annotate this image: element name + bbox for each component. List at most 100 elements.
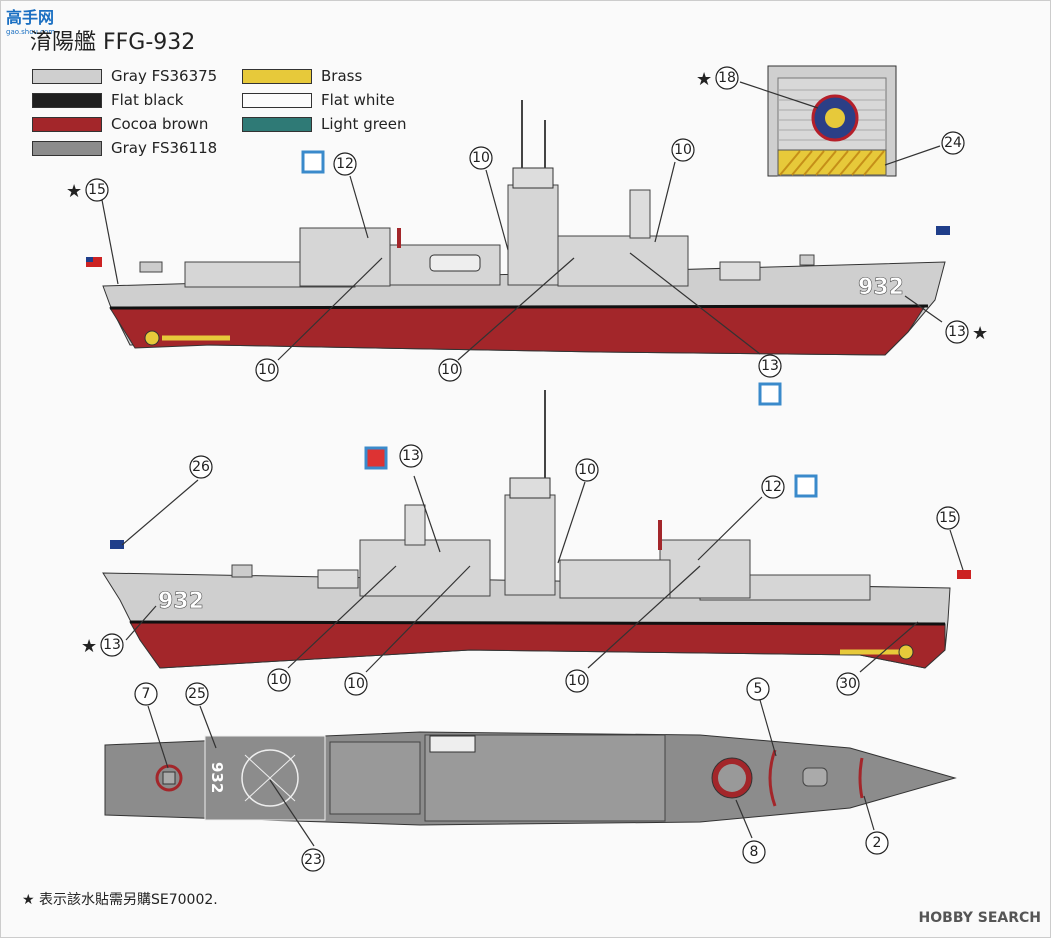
callout-10: 10 <box>267 668 291 692</box>
callout-12: 12 <box>333 152 357 176</box>
callout-7: 7 <box>134 682 158 706</box>
legend-label: Flat white <box>321 91 395 109</box>
callout-10: 10 <box>469 146 493 170</box>
signal-flags <box>301 150 818 498</box>
svg-text:2: 2 <box>873 835 882 851</box>
callout-18: 18 <box>715 66 739 90</box>
svg-text:13: 13 <box>103 637 121 653</box>
page-title: 淯陽艦 FFG-932 <box>30 30 196 55</box>
callout-15: 15 <box>936 506 960 530</box>
watermark-sub: gao.shou.com <box>6 28 56 36</box>
star-icon: ★ <box>972 323 988 344</box>
callout-13: 13 <box>758 354 782 378</box>
callout-23: 23 <box>301 848 325 872</box>
svg-text:10: 10 <box>258 362 276 378</box>
legend-label: Light green <box>321 115 407 133</box>
brand-logo: HOBBY SEARCH <box>918 910 1041 926</box>
svg-text:18: 18 <box>718 70 736 86</box>
legend-label: Gray FS36375 <box>111 67 218 85</box>
svg-text:15: 15 <box>939 510 957 526</box>
swatch <box>32 68 102 84</box>
callout-24: 24 <box>941 131 965 155</box>
svg-text:25: 25 <box>188 686 206 702</box>
legend-label: Flat black <box>111 91 184 109</box>
svg-text:12: 12 <box>764 479 782 495</box>
swatch <box>32 140 102 156</box>
legend-label: Brass <box>321 67 363 85</box>
callout-2: 2 <box>865 831 889 855</box>
svg-text:10: 10 <box>674 142 692 158</box>
svg-text:13: 13 <box>948 324 966 340</box>
callout-13: 13 <box>399 444 423 468</box>
svg-text:15: 15 <box>88 182 106 198</box>
flag-icon <box>794 474 818 498</box>
callout-25: 25 <box>185 682 209 706</box>
callout-10: 10 <box>344 672 368 696</box>
svg-text:12: 12 <box>336 156 354 172</box>
legend-item: Gray FS36375 <box>32 64 217 88</box>
callout-12: 12 <box>761 475 785 499</box>
footnote: ★ 表示該水貼需另購SE70002. <box>22 892 218 908</box>
watermark-site: 高手网 <box>6 8 55 27</box>
star-icon: ★ <box>66 181 82 202</box>
hull-number-deck: 932 <box>208 762 226 793</box>
svg-text:10: 10 <box>472 150 490 166</box>
legend-item: Flat white <box>242 88 407 112</box>
hull-number-2: 932 <box>158 589 204 614</box>
flag-icon <box>364 446 388 470</box>
swatch <box>242 68 312 84</box>
callout-10: 10 <box>255 358 279 382</box>
callout-10: 10 <box>565 669 589 693</box>
legend-label: Cocoa brown <box>111 115 209 133</box>
callout-13: 13 <box>100 633 124 657</box>
legend-right: Brass Flat white Light green <box>242 64 407 136</box>
svg-text:24: 24 <box>944 135 962 151</box>
legend-item: Flat black <box>32 88 217 112</box>
callout-5: 5 <box>746 677 770 701</box>
callout-15: 15 <box>85 178 109 202</box>
hull-number-1: 932 <box>858 275 904 300</box>
callout-8: 8 <box>742 840 766 864</box>
svg-text:5: 5 <box>754 681 763 697</box>
legend-item: Gray FS36118 <box>32 136 217 160</box>
callout-13: 13 <box>945 320 969 344</box>
ship-top-view: 932 <box>104 731 957 826</box>
svg-text:30: 30 <box>839 676 857 692</box>
legend-item: Cocoa brown <box>32 112 217 136</box>
legend-item: Light green <box>242 112 407 136</box>
flag-icon <box>301 150 325 174</box>
svg-text:10: 10 <box>578 462 596 478</box>
swatch <box>242 92 312 108</box>
stars: ★ ★ ★ ★ <box>66 69 988 657</box>
svg-text:23: 23 <box>304 852 322 868</box>
callout-30: 30 <box>836 672 860 696</box>
callouts: 18 24 15 12 10 10 10 10 13 13 26 13 10 1… <box>85 66 969 872</box>
leader-lines <box>101 81 964 847</box>
swatch <box>32 92 102 108</box>
svg-text:13: 13 <box>761 358 779 374</box>
swatch <box>242 116 312 132</box>
svg-text:10: 10 <box>347 676 365 692</box>
svg-text:26: 26 <box>192 459 210 475</box>
callout-10: 10 <box>575 458 599 482</box>
callout-10: 10 <box>671 138 695 162</box>
callout-10: 10 <box>438 358 462 382</box>
hangar-door-inset <box>767 65 897 177</box>
svg-text:10: 10 <box>270 672 288 688</box>
svg-text:8: 8 <box>750 844 759 860</box>
flag-icon <box>758 382 782 406</box>
svg-text:10: 10 <box>568 673 586 689</box>
svg-text:10: 10 <box>441 362 459 378</box>
ship-side-view-2: 932 <box>102 390 971 669</box>
callout-26: 26 <box>189 455 213 479</box>
svg-text:7: 7 <box>142 686 151 702</box>
legend-left: Gray FS36375 Flat black Cocoa brown Gray… <box>32 64 217 160</box>
swatch <box>32 116 102 132</box>
legend-label: Gray FS36118 <box>111 139 218 157</box>
star-icon: ★ <box>696 69 712 90</box>
star-icon: ★ <box>81 636 97 657</box>
legend-item: Brass <box>242 64 407 88</box>
svg-text:13: 13 <box>402 448 420 464</box>
ship-side-view-1: 932 <box>86 100 950 356</box>
